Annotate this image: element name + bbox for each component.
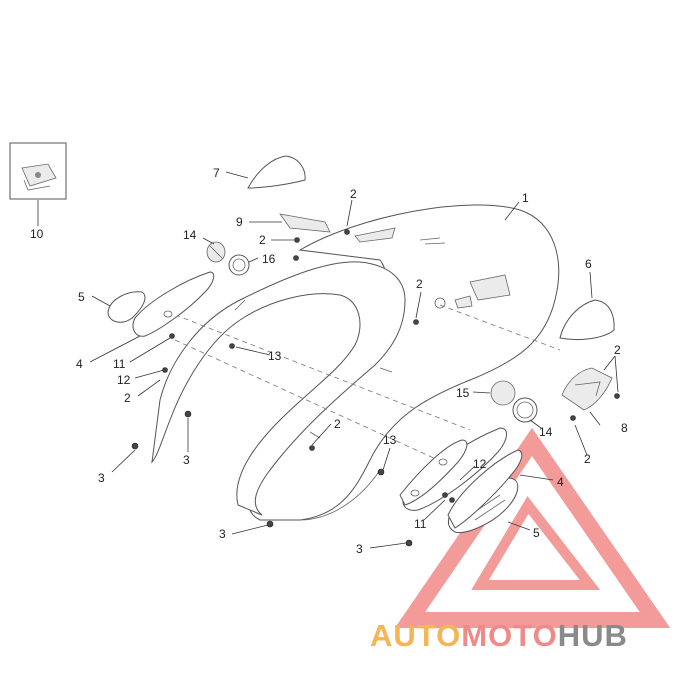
watermark-word-hub: HUB <box>557 618 628 653</box>
callout-2-left-top: 2 <box>259 233 266 247</box>
callout-2-left-mid: 2 <box>124 391 131 405</box>
part-1-rear-body <box>248 204 560 521</box>
callout-14-right: 14 <box>539 425 553 439</box>
callout-4-right: 4 <box>557 475 564 489</box>
watermark-word-auto: AUTO <box>370 618 462 653</box>
callout-12-left: 12 <box>117 373 131 387</box>
assembly-guide-lines <box>149 304 561 471</box>
callout-11-right: 11 <box>414 517 427 531</box>
callout-15: 15 <box>456 386 470 400</box>
callout-labels: 10 7 1 2 9 2 14 16 2 5 6 13 4 11 12 2 2 … <box>30 166 628 556</box>
part-4-lamp-housing-left <box>132 271 215 337</box>
callout-12-right: 12 <box>473 457 487 471</box>
callout-3-bottom-left: 3 <box>219 527 226 541</box>
callout-5-left: 5 <box>78 290 85 304</box>
callout-2-right-low: 2 <box>584 452 591 466</box>
callout-3-left-mid: 3 <box>183 453 190 467</box>
callout-16: 16 <box>262 252 276 266</box>
part-6-cover <box>559 299 615 341</box>
callout-2-right-top: 2 <box>614 343 621 357</box>
part-8-bracket <box>561 367 613 411</box>
callout-6: 6 <box>585 257 592 271</box>
right-mount-plate <box>399 439 468 506</box>
fasteners <box>131 229 620 547</box>
callout-9: 9 <box>236 215 243 229</box>
part-4-lamp-rim-right <box>447 449 523 529</box>
callout-14-left: 14 <box>183 228 197 242</box>
callout-2-mid: 2 <box>334 417 341 431</box>
callout-4-left: 4 <box>76 357 83 371</box>
left-side-panel <box>151 261 406 516</box>
callout-3-bottom: 3 <box>356 542 363 556</box>
part-10-clip-inset <box>9 142 67 200</box>
part-14-lens-right <box>512 397 538 423</box>
callout-7: 7 <box>213 166 220 180</box>
callout-3-left: 3 <box>98 471 105 485</box>
callout-10: 10 <box>30 227 44 241</box>
callout-8: 8 <box>621 421 628 435</box>
part-5-reflector-left <box>107 291 146 323</box>
callout-11-left: 11 <box>113 357 126 371</box>
callout-5-right: 5 <box>533 526 540 540</box>
part-9-bracket <box>279 213 396 243</box>
part-14-lens-left <box>206 241 226 263</box>
callout-13-left: 13 <box>268 349 282 363</box>
callout-2-center: 2 <box>416 277 423 291</box>
watermark-logo-triangle <box>394 427 671 628</box>
part-7-cover <box>247 155 306 189</box>
part-15-cap <box>490 380 516 406</box>
leader-lines <box>37 171 619 549</box>
watermark-word-moto: MOTO <box>461 618 558 653</box>
callout-2-top: 2 <box>350 187 357 201</box>
part-16-gasket <box>228 254 250 276</box>
watermark-wordmark: AUTOMOTOHUB <box>370 618 628 654</box>
callout-1: 1 <box>522 191 529 205</box>
callout-13-right: 13 <box>383 433 397 447</box>
